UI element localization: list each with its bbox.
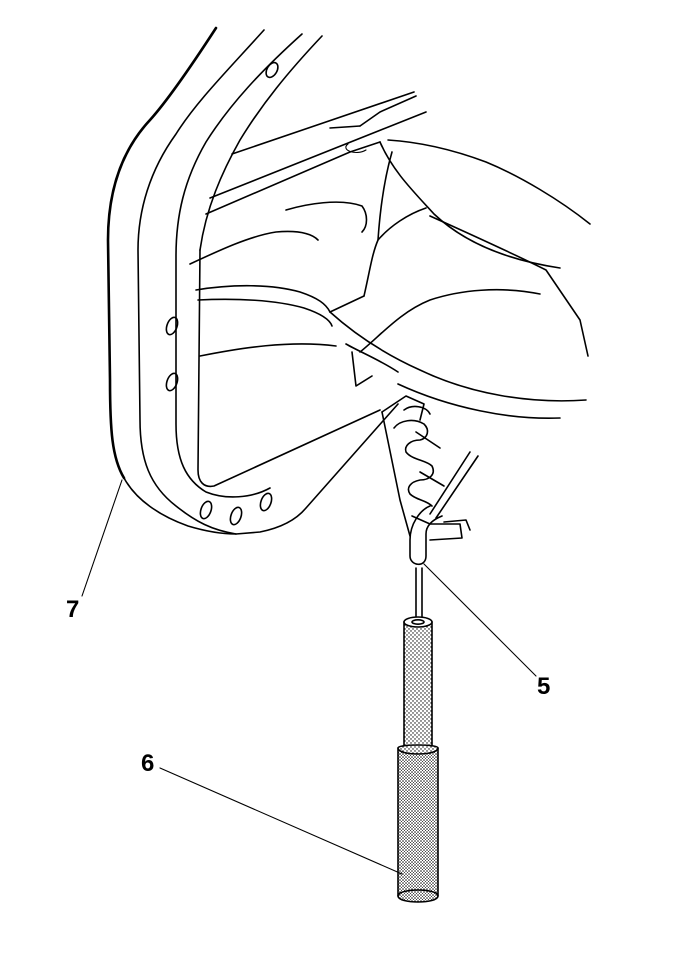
cable-hook [409,451,479,566]
callout-label-7: 7 [66,596,80,623]
leader-7 [81,479,123,597]
callout-label-6: 6 [141,750,155,777]
callout-label-5: 5 [537,673,551,700]
body-frame [106,26,399,535]
leader-6 [159,767,403,875]
frame-holes [165,61,279,526]
slotted-bracket [381,395,471,541]
tool-handle [397,616,439,903]
leader-lines [81,479,537,875]
cable-wire [415,567,423,621]
leader-5 [423,563,537,677]
crossmember-structure [189,91,591,420]
